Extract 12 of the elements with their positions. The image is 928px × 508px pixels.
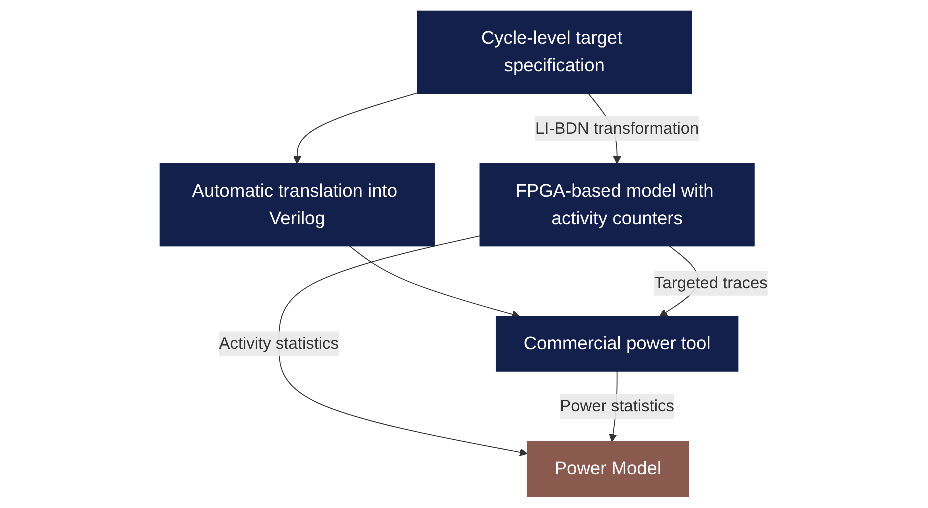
arrow (293, 92, 418, 164)
arrow (349, 246, 520, 319)
node-box: Automatic translation into Verilog (160, 164, 435, 247)
arrow (278, 236, 528, 456)
edge-label: Activity statistics (219, 334, 339, 353)
edge-label: Power statistics (560, 397, 674, 416)
node-box: Power Model (526, 441, 690, 498)
edge-label: LI-BDN transformation (535, 119, 700, 138)
node-box: FPGA-based model with activity counters (480, 164, 755, 247)
edge-label: Targeted traces (654, 274, 768, 292)
node-box: Cycle-level target specification (416, 10, 692, 94)
node-box: Commercial power tool (496, 316, 739, 372)
